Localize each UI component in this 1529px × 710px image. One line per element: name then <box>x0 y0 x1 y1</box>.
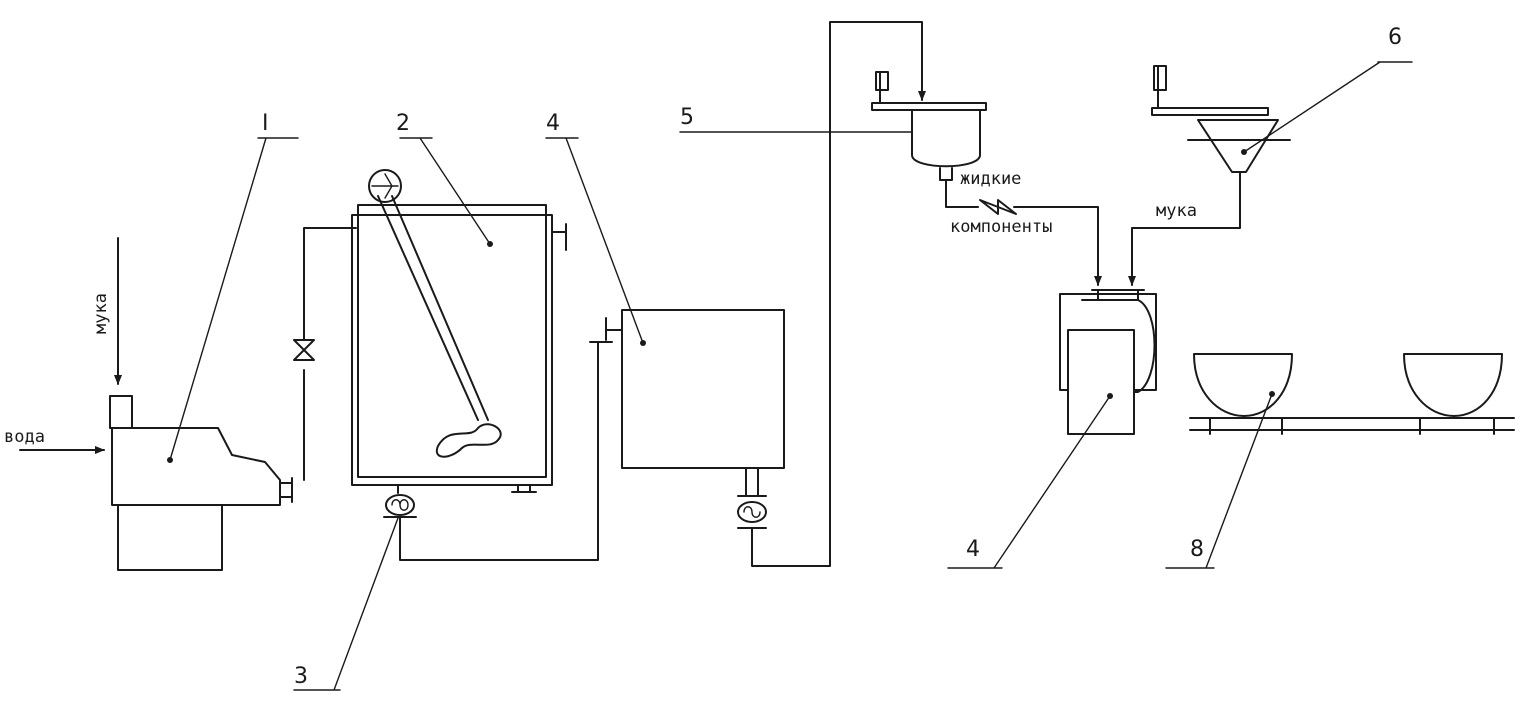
flow-label-liquid: жидкие <box>960 169 1021 189</box>
pump-3 <box>383 341 613 561</box>
valve-icon <box>293 339 315 361</box>
flow-label-flour-right: мука <box>1156 201 1197 221</box>
flow-label-flour-left: мука <box>91 293 111 334</box>
pump-icon <box>737 501 767 523</box>
kneading-machine-4 <box>1059 289 1157 435</box>
mixer-1 <box>109 395 293 571</box>
pipe-mixer-to-tank <box>293 227 357 481</box>
bowls-conveyor-8 <box>1189 353 1515 435</box>
leader-lines <box>169 61 1413 691</box>
label-5: 5 <box>680 105 694 130</box>
label-8: 8 <box>1190 537 1204 562</box>
fermentation-tank-2 <box>351 169 567 493</box>
dough-tank-4 <box>589 21 923 567</box>
label-6: 6 <box>1388 25 1402 50</box>
thermometer-icon <box>875 71 889 104</box>
thermometer-icon <box>1153 65 1167 109</box>
flow-label-water: вода <box>4 427 45 447</box>
label-4-top: 4 <box>546 111 560 136</box>
flour-hopper-6 <box>1131 65 1291 269</box>
label-1: I <box>262 111 269 136</box>
stirrer-icon <box>435 423 502 458</box>
label-2: 2 <box>396 111 410 136</box>
valve-icon <box>979 199 1017 215</box>
label-4-bottom: 4 <box>966 537 980 562</box>
flow-label-components: компоненты <box>950 217 1052 237</box>
label-3: 3 <box>294 664 308 689</box>
